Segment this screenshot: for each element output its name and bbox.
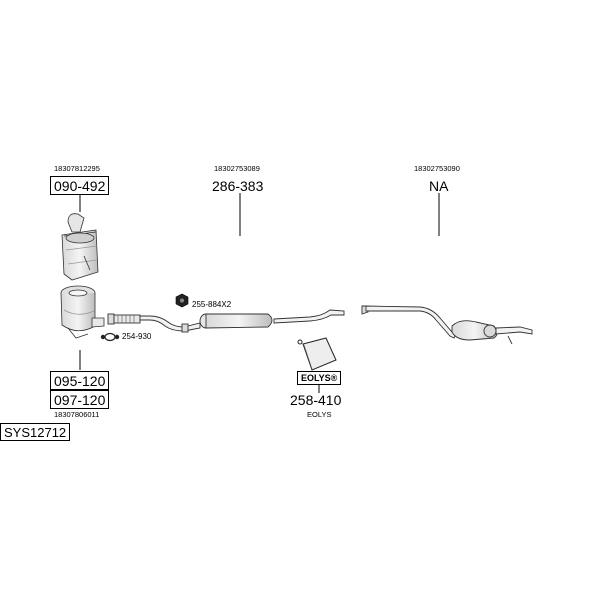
leader-lines xyxy=(79,193,440,393)
particulate-filter-icon[interactable] xyxy=(60,285,105,339)
cat-top-ref: 18307812295 xyxy=(54,164,100,173)
nut-icon[interactable] xyxy=(175,293,189,308)
eolys-badge: EOLYS® xyxy=(297,371,342,385)
rear-silencer-code[interactable]: NA xyxy=(429,178,449,194)
exhaust-pipe-icon[interactable] xyxy=(107,309,345,333)
eolys-code[interactable]: 258-410 xyxy=(290,392,342,408)
catalytic-converter-icon[interactable] xyxy=(61,213,99,281)
cat-bottom-code-1[interactable]: 095-120 xyxy=(50,371,110,390)
eolys-name: EOLYS xyxy=(307,410,332,419)
clamp-code[interactable]: 254-930 xyxy=(122,332,152,341)
clamp-ring-icon[interactable] xyxy=(100,332,120,342)
rear-silencer-ref: 18302753090 xyxy=(414,164,460,173)
rear-silencer-icon[interactable] xyxy=(361,305,533,345)
mid-pipe-code[interactable]: 286-383 xyxy=(212,178,264,194)
nut-code[interactable]: 255-884X2 xyxy=(192,300,232,309)
mid-pipe-ref: 18302753089 xyxy=(214,164,260,173)
cat-top-code[interactable]: 090-492 xyxy=(50,176,110,195)
system-code: SYS12712 xyxy=(0,423,71,441)
cat-bottom-code-2[interactable]: 097-120 xyxy=(50,390,110,409)
cat-bottom-ref: 18307806011 xyxy=(54,410,100,419)
fluid-bag-icon[interactable] xyxy=(297,337,337,371)
